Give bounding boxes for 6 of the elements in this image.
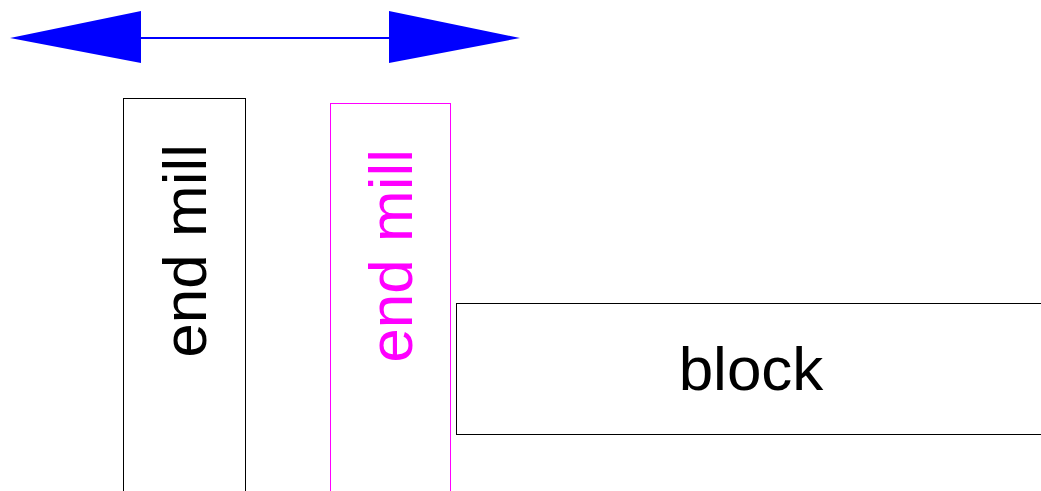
- tool-box: [330, 103, 451, 491]
- workpiece-box: [456, 303, 1041, 435]
- part-label: block: [678, 338, 824, 400]
- part-label: end mill: [359, 149, 422, 363]
- tool-box: [123, 98, 246, 491]
- part-label: end mill: [153, 144, 216, 358]
